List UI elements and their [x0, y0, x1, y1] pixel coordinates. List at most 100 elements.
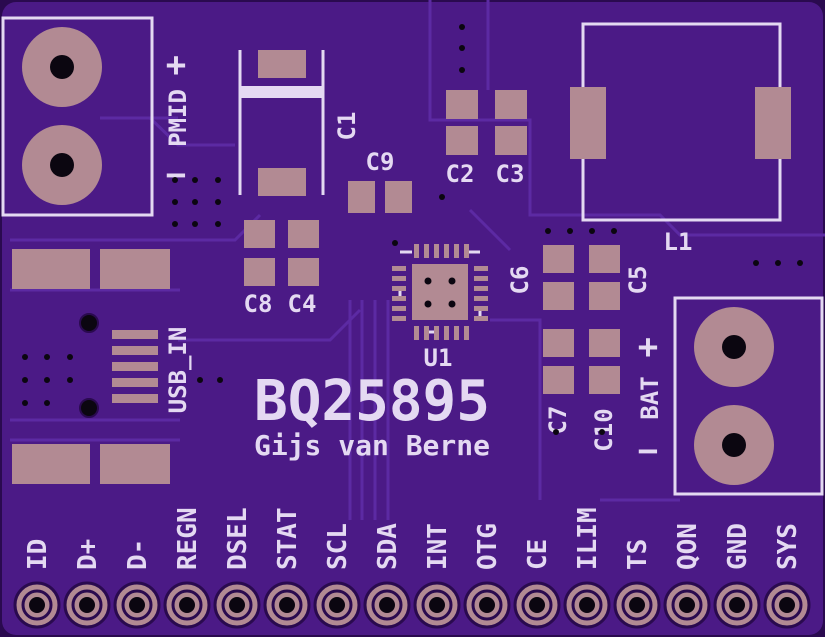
c1-label: C1: [333, 112, 361, 141]
usb-mount-hole-1: [79, 313, 99, 333]
pin-ring-2: [121, 589, 153, 621]
c2-pad-2: [446, 126, 478, 155]
bat-terminal-outline: [673, 296, 824, 496]
c8-pad-1: [244, 220, 275, 248]
c5-label: C5: [624, 266, 652, 295]
c6-pad-2: [543, 282, 574, 310]
pin-hole-13: [679, 597, 695, 613]
pin-ring-10: [521, 589, 553, 621]
board-author: Gijs van Berne: [254, 429, 490, 462]
pin-ring-4: [221, 589, 253, 621]
pmid-plus-label: +: [166, 45, 186, 85]
pin-label-9: OTG: [473, 523, 503, 570]
l1-pad-2: [755, 87, 791, 159]
c1-pad-2: [258, 168, 306, 196]
pin-ring-1: [71, 589, 103, 621]
pin-hole-10: [529, 597, 545, 613]
c9-label: C9: [366, 148, 395, 176]
pmid-terminal-outline: [1, 16, 154, 217]
pin-label-12: TS: [623, 539, 653, 570]
pin-hole-9: [479, 597, 495, 613]
pin-hole-0: [29, 597, 45, 613]
pin-label-13: QON: [673, 523, 703, 570]
c3-label: C3: [496, 160, 525, 188]
pin-hole-1: [79, 597, 95, 613]
usb-shield-pad-top-left: [12, 249, 90, 289]
pin-ring-14: [721, 589, 753, 621]
c3-pad-1: [495, 90, 527, 119]
bat-terminal-hole-1: [722, 335, 746, 359]
vias-usb: [22, 354, 223, 406]
c4-label: C4: [288, 290, 317, 318]
c9-pad-1: [348, 181, 375, 213]
pin-label-8: INT: [423, 523, 453, 570]
usb-shield-pad-bottom-right: [100, 444, 170, 484]
c7-pad-1: [543, 329, 574, 357]
l1-pad-1: [570, 87, 606, 159]
vias-right: [545, 228, 803, 266]
pin-hole-12: [629, 597, 645, 613]
c10-pad-2: [589, 366, 620, 394]
c10-pad-1: [589, 329, 620, 357]
pin-ring-8: [421, 589, 453, 621]
pin-label-0: ID: [23, 539, 53, 570]
pin-label-10: CE: [523, 539, 553, 570]
pin-ring-5: [271, 589, 303, 621]
pin-label-5: STAT: [273, 507, 303, 570]
pmid-terminal-hole-2: [50, 153, 74, 177]
pin-hole-3: [179, 597, 195, 613]
pin-ring-9: [471, 589, 503, 621]
pin-hole-7: [379, 597, 395, 613]
pin-label-4: DSEL: [223, 507, 253, 570]
c6-pad-1: [543, 245, 574, 273]
usb-shield-pad-bottom-left: [12, 444, 90, 484]
vias-c7: [553, 429, 605, 435]
usb-mount-hole-2: [79, 398, 99, 418]
vias-top: [392, 24, 465, 246]
pin-label-11: ILIM: [573, 507, 603, 570]
bat-plus-label: +: [638, 327, 658, 367]
pin-ring-0: [21, 589, 53, 621]
pin-label-14: GND: [723, 523, 753, 570]
pin-label-1: D+: [73, 539, 103, 570]
pin-hole-5: [279, 597, 295, 613]
pin-ring-6: [321, 589, 353, 621]
c9-pad-2: [385, 181, 412, 213]
pin-hole-15: [779, 597, 795, 613]
board-title: BQ25895: [254, 369, 490, 434]
u1-label: U1: [424, 344, 453, 372]
pin-ring-3: [171, 589, 203, 621]
u1-chip: [392, 244, 488, 340]
pin-ring-15: [771, 589, 803, 621]
usb-shield-pad-top-right: [100, 249, 170, 289]
pin-ring-11: [571, 589, 603, 621]
pin-label-15: SYS: [773, 523, 803, 570]
c2-label: C2: [446, 160, 475, 188]
c4-pad-1: [288, 220, 319, 248]
c6-label: C6: [506, 266, 534, 295]
usb-signal-pads: [112, 330, 158, 403]
c1-pad-1: [258, 50, 306, 78]
usb-in-label: USB_IN: [164, 327, 192, 414]
pin-label-7: SDA: [373, 523, 403, 570]
c5-pad-1: [589, 245, 620, 273]
pmid-terminal-hole-1: [50, 55, 74, 79]
pmid-minus-label: −: [166, 155, 186, 195]
pin-ring-13: [671, 589, 703, 621]
bat-minus-label: −: [638, 431, 658, 471]
traces: [10, 0, 825, 520]
c3-pad-2: [495, 126, 527, 155]
pin-hole-11: [579, 597, 595, 613]
c7-label: C7: [544, 406, 572, 435]
pin-label-6: SCL: [323, 523, 353, 570]
bat-terminal-hole-2: [722, 433, 746, 457]
c5-pad-2: [589, 282, 620, 310]
pin-label-2: D-: [123, 539, 153, 570]
pin-ring-12: [621, 589, 653, 621]
pmid-label: PMID: [164, 89, 192, 147]
c8-pad-2: [244, 258, 275, 286]
vias-pmid: [172, 177, 221, 227]
pin-hole-14: [729, 597, 745, 613]
